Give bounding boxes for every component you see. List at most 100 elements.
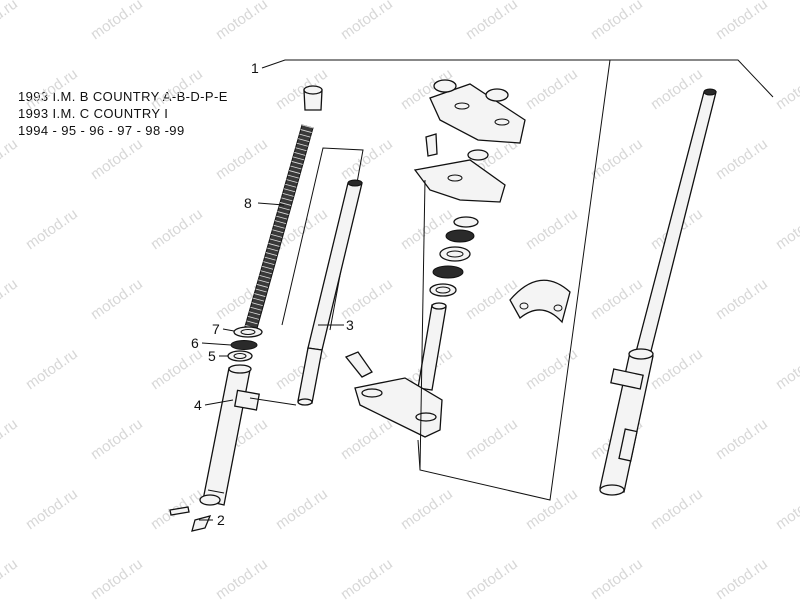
callout-8: 8	[244, 195, 252, 211]
spring-coil-line	[246, 320, 258, 325]
watermark-text: motod.ru	[213, 0, 271, 43]
watermark-text: motod.ru	[273, 485, 331, 533]
spring-coil-line	[260, 270, 272, 275]
watermark-text: motod.ru	[23, 485, 81, 533]
spring-coil-line	[252, 297, 265, 302]
callout-7: 7	[212, 321, 220, 337]
watermark-text: motod.ru	[588, 555, 646, 600]
spring-coil-line	[256, 284, 268, 288]
spring-coil-line	[296, 142, 308, 147]
spring-coil-line	[273, 224, 285, 229]
watermark-text: motod.ru	[398, 485, 456, 533]
spring-coil-line	[300, 129, 312, 133]
watermark-text: motod.ru	[338, 0, 396, 43]
spring-coil-line	[267, 247, 279, 252]
spring-coil-line	[272, 229, 284, 234]
callout-1: 1	[251, 60, 259, 76]
spring-coil-line	[247, 315, 259, 320]
watermark-text: motod.ru	[463, 415, 521, 463]
steering-stem-assembly	[344, 59, 611, 501]
spring-coil-line	[290, 165, 302, 170]
watermark-text: motod.ru	[88, 555, 146, 600]
cable-guide	[509, 279, 571, 324]
watermark-text: motod.ru	[148, 345, 206, 393]
model-line-2: 1993 I.M. C COUNTRY I	[18, 106, 169, 121]
spring-coil-line	[289, 170, 301, 174]
spring-coil-line	[249, 311, 261, 316]
model-line-3: 1994 - 95 - 96 - 97 - 98 -99	[18, 123, 185, 138]
callout-6: 6	[191, 335, 199, 351]
spring-coil-line	[258, 279, 270, 284]
watermark-text: motod.ru	[463, 0, 521, 43]
watermark-text: motod.ru	[23, 345, 81, 393]
watermark-text: motod.ru	[338, 135, 396, 183]
spring-coil-line	[287, 174, 299, 179]
spring-coil-line	[274, 220, 287, 225]
spring-coil-line	[292, 156, 305, 161]
spring-coil-line	[255, 288, 267, 293]
watermark-text: motod.ru	[88, 135, 146, 183]
callout-1-bracket	[261, 59, 774, 98]
watermark-text: motod.ru	[713, 0, 771, 43]
spring-coil-line	[286, 179, 298, 184]
watermark-text: motod.ru	[338, 415, 396, 463]
spring-coil-line	[291, 161, 303, 165]
fork-spring	[243, 85, 323, 334]
model-line-1: 1993 I.M. B COUNTRY A-B-D-P-E	[18, 89, 228, 104]
watermark-text: motod.ru	[523, 345, 581, 393]
watermark-text: motod.ru	[23, 205, 81, 253]
watermark-text: motod.ru	[213, 555, 271, 600]
watermark-text: motod.ru	[398, 205, 456, 253]
watermark-text: motod.ru	[0, 415, 21, 463]
spring-coil-line	[276, 215, 288, 220]
spring-coil-line	[254, 293, 266, 297]
callout-2: 2	[217, 512, 225, 528]
watermark-text: motod.ru	[148, 65, 206, 113]
spring-coil-line	[278, 206, 290, 211]
watermark-text: motod.ru	[148, 205, 206, 253]
watermark-text: motod.ru	[88, 0, 146, 43]
fork-slider-left	[199, 364, 260, 506]
spring-coil-line	[295, 147, 307, 152]
spring-coil-line	[270, 233, 283, 238]
watermark-text: motod.ru	[648, 485, 706, 533]
spring-coil-line	[265, 252, 278, 256]
watermark-text: motod.ru	[338, 555, 396, 600]
watermark-text: motod.ru	[588, 275, 646, 323]
spring-coil-line	[269, 238, 281, 243]
spring-coil-line	[283, 188, 296, 193]
watermark-text: motod.ru	[713, 135, 771, 183]
watermark-text: motod.ru	[23, 65, 81, 113]
watermark-text: motod.ru	[648, 345, 706, 393]
watermark-text: motod.ru	[0, 275, 21, 323]
spring-coil-line	[294, 151, 306, 156]
watermark-text: motod.ru	[88, 415, 146, 463]
spring-coil-line	[277, 211, 289, 215]
watermark-text: motod.ru	[523, 65, 581, 113]
watermark-text: motod.ru	[0, 0, 21, 43]
fork-tube	[249, 147, 364, 406]
callouts: 1 2 3 4 5 6 7 8	[191, 60, 354, 528]
watermark-text: motod.ru	[588, 0, 646, 43]
callout-5: 5	[208, 348, 216, 364]
watermark-text: motod.ru	[773, 65, 800, 113]
spring-coil-line	[299, 133, 311, 138]
watermark-text: motod.ru	[773, 205, 800, 253]
watermark-text: motod.ru	[713, 415, 771, 463]
spring-coil-line	[281, 197, 293, 202]
fork-leg-right	[599, 88, 717, 496]
watermark-text: motod.ru	[0, 135, 21, 183]
spring-coil-line	[251, 302, 263, 307]
spring-coil-line	[259, 274, 271, 279]
spring-coil-line	[263, 261, 275, 266]
watermark-text: motod.ru	[463, 555, 521, 600]
watermark-text: motod.ru	[0, 555, 21, 600]
spring-coil-line	[282, 192, 294, 197]
spring-coil-line	[264, 256, 276, 261]
watermark-text: motod.ru	[523, 485, 581, 533]
watermark-text: motod.ru	[213, 135, 271, 183]
watermark-text: motod.ru	[88, 275, 146, 323]
watermark-text: motod.ru	[713, 555, 771, 600]
fork-rings	[227, 326, 263, 362]
watermark-text: motod.ru	[648, 65, 706, 113]
